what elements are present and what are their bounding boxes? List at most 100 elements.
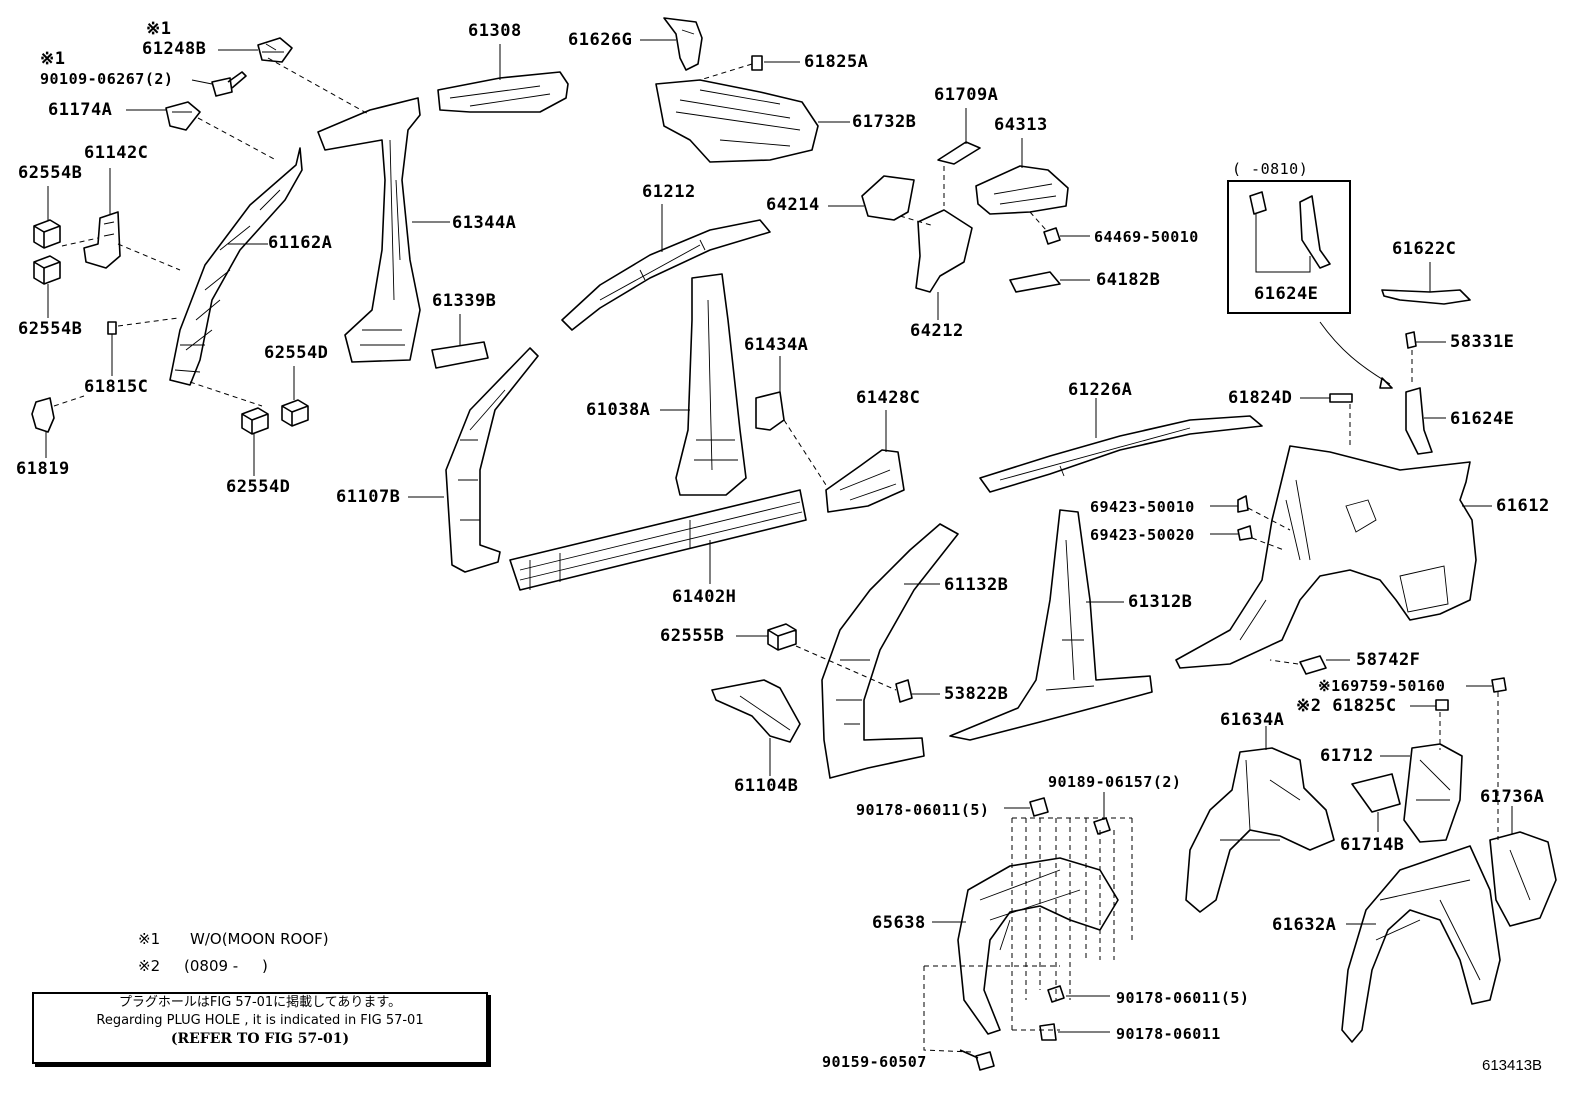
- label-61634A: 61634A: [1220, 710, 1285, 730]
- panel-61612: [1175, 445, 1477, 669]
- bolt-90109: [211, 71, 247, 97]
- plug-hole-note: プラグホールはFIG 57-01に掲載してあります。 Regarding PLU…: [32, 992, 488, 1064]
- clip-69423-50010: [1237, 495, 1249, 513]
- plug-61825C: [1435, 699, 1449, 711]
- bracket-61626G: [663, 17, 703, 71]
- pillar-61132B: [821, 523, 959, 779]
- variant-range: ( -0810): [1232, 160, 1309, 178]
- label-61815C: 61815C: [84, 377, 149, 397]
- label-62555B: 62555B: [660, 626, 725, 646]
- cap-64469: [1043, 227, 1061, 245]
- label-61174A: 61174A: [48, 100, 113, 120]
- bolt-90159: [959, 1049, 995, 1071]
- pad-62555B: [767, 623, 797, 651]
- label-64182B: 64182B: [1096, 270, 1161, 290]
- note-mark-61248B: ※1: [146, 19, 172, 39]
- label-61626G: 61626G: [568, 30, 633, 50]
- nut-90178-a: [1029, 797, 1049, 817]
- label-64214: 64214: [766, 195, 820, 215]
- label-61714B: 61714B: [1340, 835, 1405, 855]
- label-61712: 61712: [1320, 746, 1374, 766]
- bracket-61736A: [1489, 831, 1557, 927]
- clip-58331E: [1405, 331, 1417, 349]
- bracket-61142C: [83, 211, 121, 269]
- figure-number: 613413B: [1482, 1057, 1543, 1074]
- label-69423-50010: 69423-50010: [1090, 498, 1195, 516]
- pillar-61344A: [317, 97, 421, 363]
- wheelhouse-61634A: [1185, 747, 1335, 913]
- note-mark-90109: ※1: [40, 49, 66, 69]
- label-61632A: 61632A: [1272, 915, 1337, 935]
- legend-note2-mark: ※2: [138, 957, 161, 975]
- pad-62554B-lower: [33, 255, 61, 285]
- label-90178-c: 90178-06011: [1116, 1025, 1221, 1043]
- rocker-61402H: [509, 489, 807, 591]
- pillar-61312B: [949, 509, 1153, 741]
- label-90159: 90159-60507: [822, 1053, 927, 1071]
- label-61248B: 61248B: [142, 39, 207, 59]
- panel-64313: [975, 165, 1069, 215]
- label-61428C: 61428C: [856, 388, 921, 408]
- note-line-en: Regarding PLUG HOLE , it is indicated in…: [96, 1013, 424, 1028]
- legend-note2-text: (0809 - ): [184, 957, 268, 975]
- label-90178-b: 90178-06011(5): [1116, 989, 1250, 1007]
- label-61226A: 61226A: [1068, 380, 1133, 400]
- pillar-61038A: [675, 273, 747, 496]
- cover-61819: [31, 397, 55, 433]
- label-61132B: 61132B: [944, 575, 1009, 595]
- variant-box-61624E: [1249, 191, 1331, 273]
- label-61344A: 61344A: [452, 213, 517, 233]
- fastener-guide-lines: [923, 817, 1133, 1053]
- label-90189: 90189-06157(2): [1048, 773, 1182, 791]
- label-61622C: 61622C: [1392, 239, 1457, 259]
- plug-61825A: [751, 55, 763, 71]
- label-61709A: 61709A: [934, 85, 999, 105]
- label-61038A: 61038A: [586, 400, 651, 420]
- liner-65638: [957, 857, 1119, 1035]
- label-61624E-installed: 61624E: [1450, 409, 1515, 429]
- clip-90189: [1093, 817, 1111, 835]
- rail-61622C: [1381, 289, 1471, 305]
- wheelhouse-61632A: [1341, 845, 1501, 1043]
- label-61312B: 61312B: [1128, 592, 1193, 612]
- bracket-61434A: [755, 391, 785, 431]
- label-61825A: 61825A: [804, 52, 869, 72]
- bracket-61174A: [165, 101, 201, 131]
- bracket-64212: [915, 209, 973, 293]
- label-64469: 64469-50010: [1094, 228, 1199, 246]
- label-90109: 90109-06267(2): [40, 70, 174, 88]
- label-61736A: 61736A: [1480, 787, 1545, 807]
- bracket-61714B: [1351, 773, 1401, 813]
- label-61824D: 61824D: [1228, 388, 1293, 408]
- nut-90178-c: [1039, 1023, 1057, 1041]
- note-line-jp: プラグホールはFIG 57-01に掲載してあります。: [118, 995, 402, 1010]
- bracket-61624E: [1405, 387, 1433, 455]
- pad-62554D-b: [241, 407, 269, 435]
- label-61212: 61212: [642, 182, 696, 202]
- label-64313: 64313: [994, 115, 1048, 135]
- clip-69759: [1491, 677, 1507, 693]
- label-61402H: 61402H: [672, 587, 737, 607]
- label-90178-a: 90178-06011(5): [856, 801, 990, 819]
- pillar-61107B: [445, 347, 539, 573]
- label-62554B-upper: 62554B: [18, 163, 83, 183]
- label-61107B: 61107B: [336, 487, 401, 507]
- clip-69423-50020: [1237, 525, 1253, 541]
- pad-61824D: [1329, 393, 1353, 403]
- bracket-64182B: [1009, 271, 1061, 293]
- label-58742F: 58742F: [1356, 650, 1421, 670]
- nut-90178-b: [1047, 985, 1065, 1003]
- rail-61226A: [979, 415, 1263, 493]
- label-61624E-variant: 61624E: [1254, 284, 1319, 304]
- pad-61339B: [431, 341, 489, 369]
- bracket-61709A: [937, 141, 981, 165]
- legend-note1-mark: ※1: [138, 930, 161, 948]
- bracket-61428C: [825, 449, 905, 513]
- pad-58742F: [1299, 655, 1327, 675]
- label-65638: 65638: [872, 913, 926, 933]
- legend-note1-text: W/O(MOON ROOF): [190, 930, 329, 948]
- pad-62554B-upper: [33, 219, 61, 249]
- bracket-61248B: [257, 37, 293, 63]
- rail-61212: [561, 219, 771, 331]
